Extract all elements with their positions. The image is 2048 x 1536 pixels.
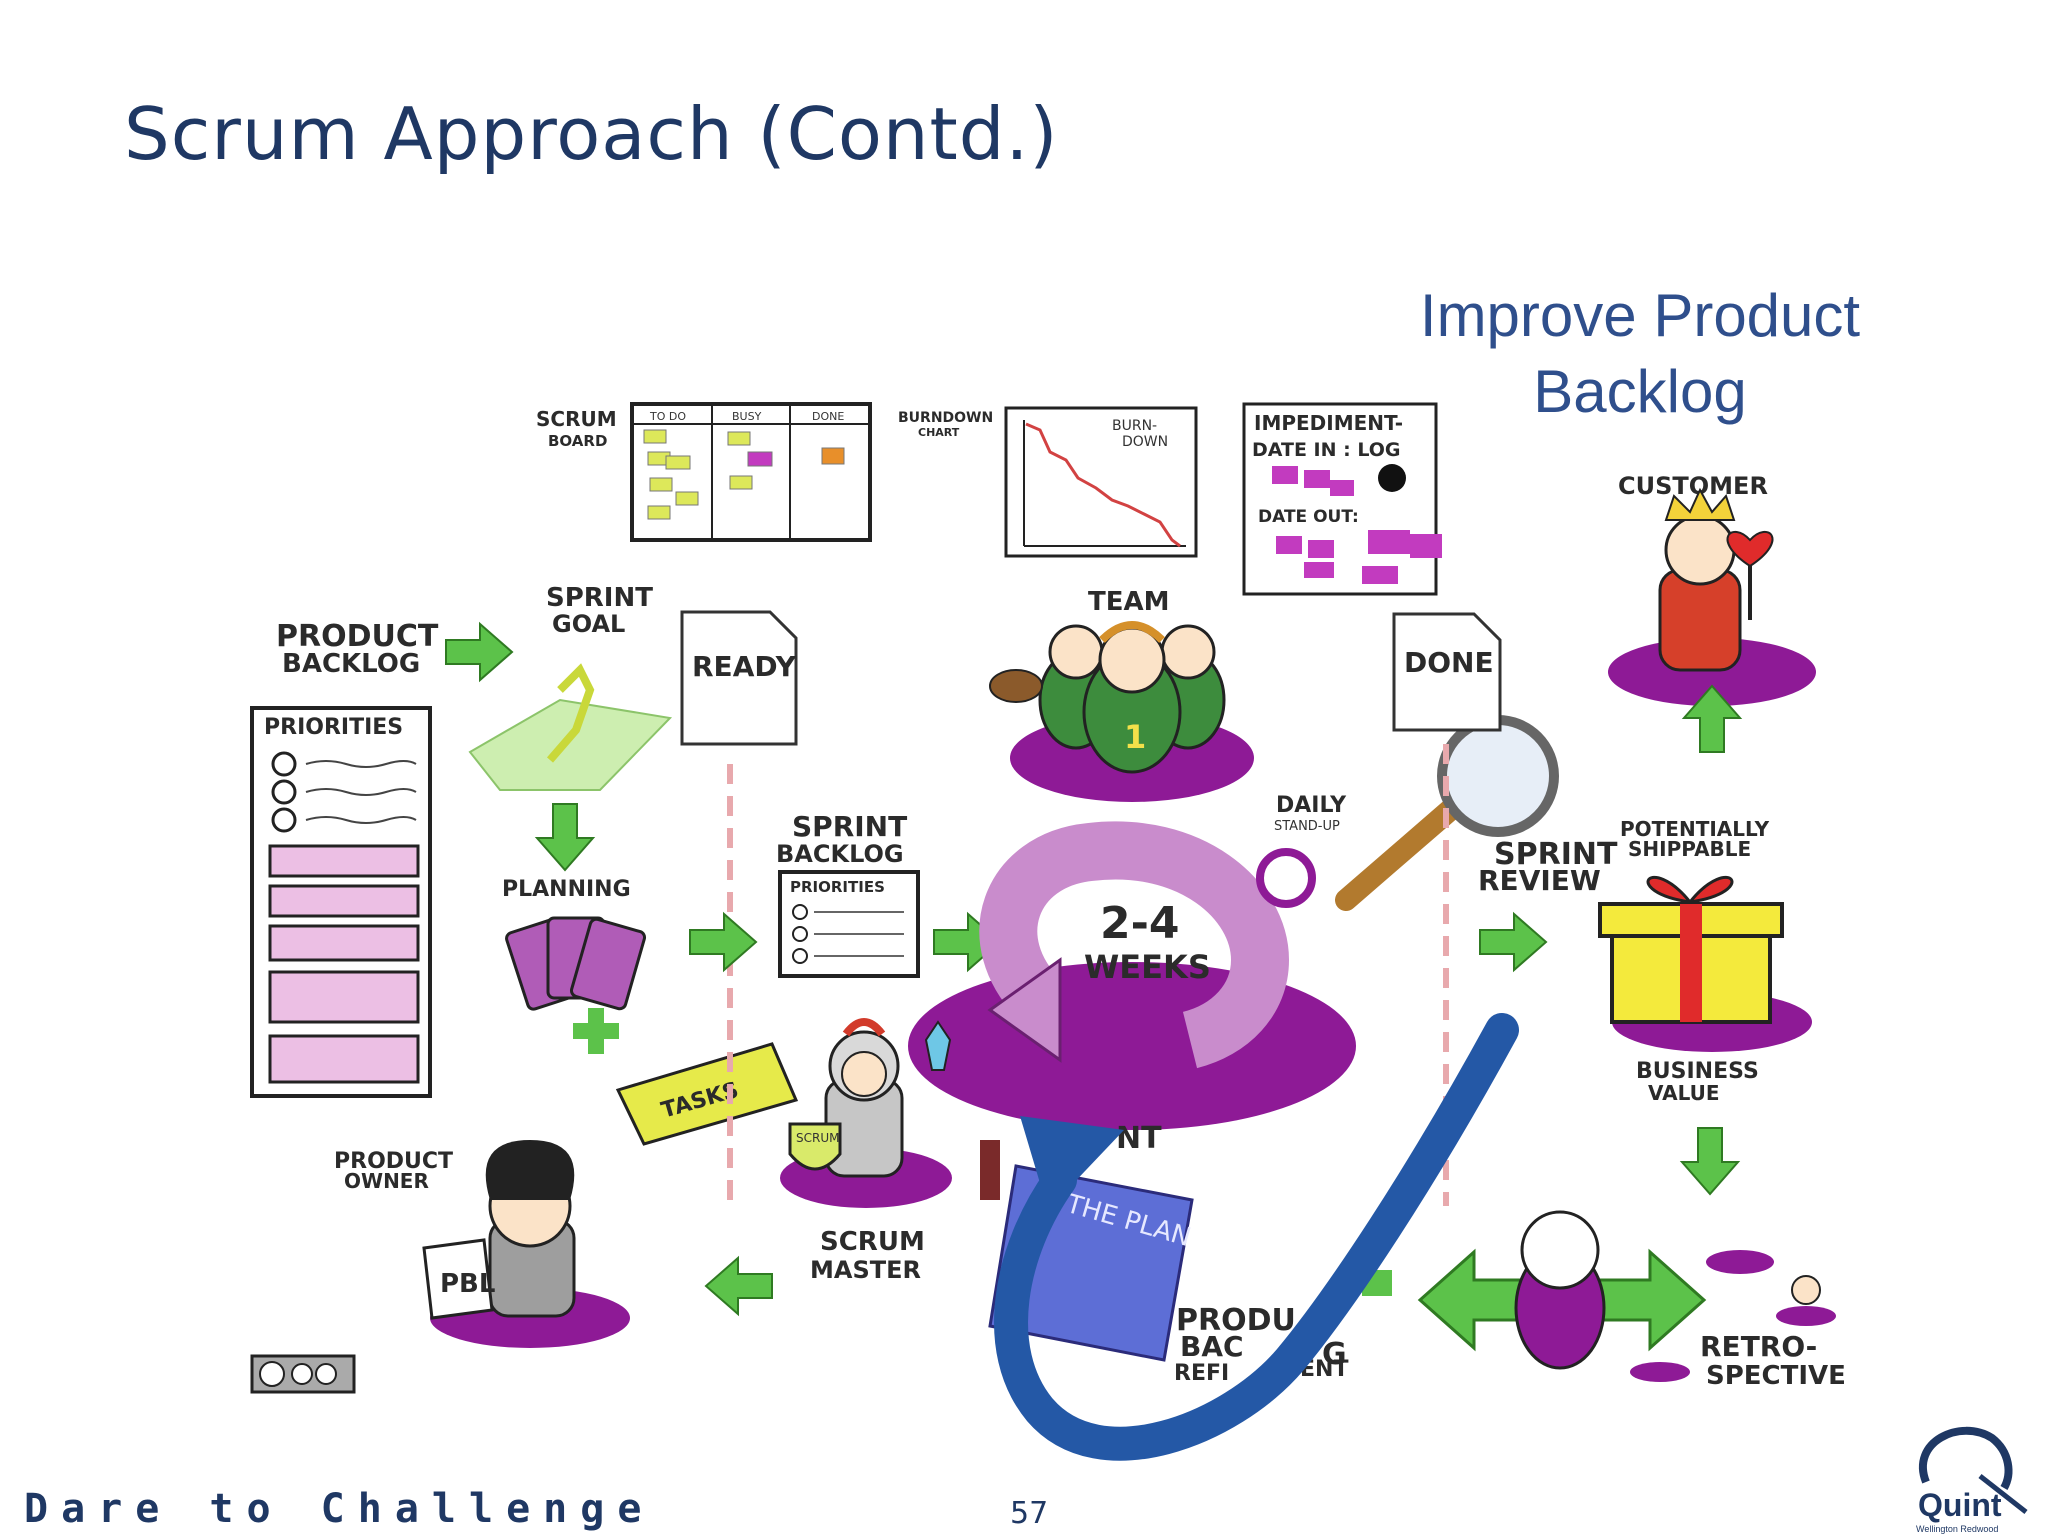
cycle-length-1: 2-4 [1100,898,1180,949]
sprint-partial-label: NT [1116,1121,1162,1156]
tasks-note [615,1042,799,1146]
board-col-todo: TO DO [649,410,686,423]
product-owner-group: PRODUCT OWNER PBL [334,1140,630,1348]
customer-group: CUSTOMER [1608,472,1816,706]
scrum-master-label-1: SCRUM [820,1227,925,1257]
svg-text:BAC: BAC [1180,1330,1244,1363]
daily-standup-label-2: STAND-UP [1274,819,1340,834]
board-col-done: DONE [812,410,844,423]
impediment-label-2: DATE IN : LOG [1252,439,1401,461]
sprint-goal-label-1: SPRINT [546,583,653,613]
gift-icon: POTENTIALLY SHIPPABLE [1598,817,1812,1052]
scrum-shield-label: SCRUM [796,1131,839,1145]
scrum-master-label-2: MASTER [810,1256,921,1284]
burn-down-label-1: BURN- [1112,418,1157,434]
retrospective-label-1: RETRO- [1700,1330,1817,1363]
customer-label: CUSTOMER [1618,472,1768,500]
priorities-label: PRIORITIES [264,715,403,740]
burndown-label-1: BURNDOWN [898,410,993,426]
svg-text:PRODU: PRODU [1176,1303,1296,1338]
quint-logo: Quint Wellington Redwood [1916,1426,2028,1534]
board-col-busy: BUSY [732,410,762,423]
sprint-goal-label-2: GOAL [552,610,625,638]
business-value-2: VALUE [1648,1081,1720,1105]
retrospective-label-2: SPECTIVE [1706,1361,1846,1391]
scrum-board [630,402,872,542]
quint-logo-name: Quint [1918,1487,2002,1523]
product-owner-label-2: OWNER [344,1169,429,1193]
impediment-label-3: DATE OUT: [1258,507,1359,527]
cc-license-icon [250,1354,356,1394]
scrum-board-group: SCRUM BOARD TO DO BUSY DONE [536,402,872,542]
sprint-backlog-group: SPRINT BACKLOG PRIORITIES [776,810,920,978]
ready-group: READY [680,610,798,1200]
impediment-log-group: IMPEDIMENT- DATE IN : LOG DATE OUT: [1242,402,1442,596]
planning-cards: TASKS [505,916,799,1146]
improve-line-2: Backlog [1533,358,1747,425]
burndown-chart [1004,406,1198,558]
improve-line-1: Improve Product [1419,282,1861,349]
team-label: TEAM [1088,587,1170,617]
sprint-backlog-label-1: SPRINT [792,810,907,843]
cycle-length-2: WEEKS [1084,948,1211,986]
business-value-1: BUSINESS [1636,1059,1759,1084]
slide-title: Scrum Approach (Contd.) [124,92,1059,176]
team-group: TEAM 1 [989,587,1254,802]
product-backlog-label-1: PRODUCT [276,619,439,654]
page-number: 57 [1010,1496,1049,1531]
impediment-log [1242,402,1438,596]
burn-down-label-2: DOWN [1122,434,1168,450]
potentially-shippable-1: POTENTIALLY [1620,817,1770,841]
daily-standup-label-1: DAILY [1276,793,1347,818]
sprint-backlog-priorities: PRIORITIES [790,878,885,896]
quint-logo-subtitle: Wellington Redwood [1916,1524,1998,1534]
scrum-master-knight: SCRUM [780,1018,952,1208]
retrospective-group: RETRO- SPECTIVE [1362,1210,1846,1391]
sprint-review-label-2: REVIEW [1478,864,1601,897]
improve-backlog-arrow [994,1013,1519,1461]
sprint-backlog-label-2: BACKLOG [776,840,904,868]
sprint-review-label-1: SPRINT [1494,837,1618,872]
planning-label: PLANNING [502,877,631,902]
pbl-label: PBL [440,1269,495,1299]
done-label: DONE [1404,646,1494,679]
scrum-board-label-1: SCRUM [536,407,617,431]
product-backlog-group: PRODUCT BACKLOG PRIORITIES [250,619,513,1098]
sprint-cycle: 2-4 WEEKS DAILY STAND-UP [908,793,1356,1130]
backlog-refinement-label: PRODU BAC G REFI ENT [1174,1303,1348,1386]
improve-product-backlog-title: Improve Product Backlog [1380,278,1900,430]
svg-text:1: 1 [1124,718,1146,756]
potentially-shippable-2: SHIPPABLE [1628,837,1751,861]
product-owner-label-1: PRODUCT [334,1149,453,1174]
scrum-board-label-2: BOARD [548,432,607,450]
svg-text:G: G [1322,1337,1347,1372]
product-backlog-label-2: BACKLOG [282,649,420,679]
sprint-goal-group: SPRINT GOAL PLANNING [468,583,673,902]
burndown-group: BURNDOWN CHART BURN- DOWN [898,406,1198,558]
impediment-label-1: IMPEDIMENT- [1254,411,1403,435]
burndown-label-2: CHART [918,426,960,439]
footer-tagline: Dare to Challenge [24,1486,655,1532]
svg-text:REFI: REFI [1174,1361,1229,1386]
ready-label: READY [692,650,797,683]
